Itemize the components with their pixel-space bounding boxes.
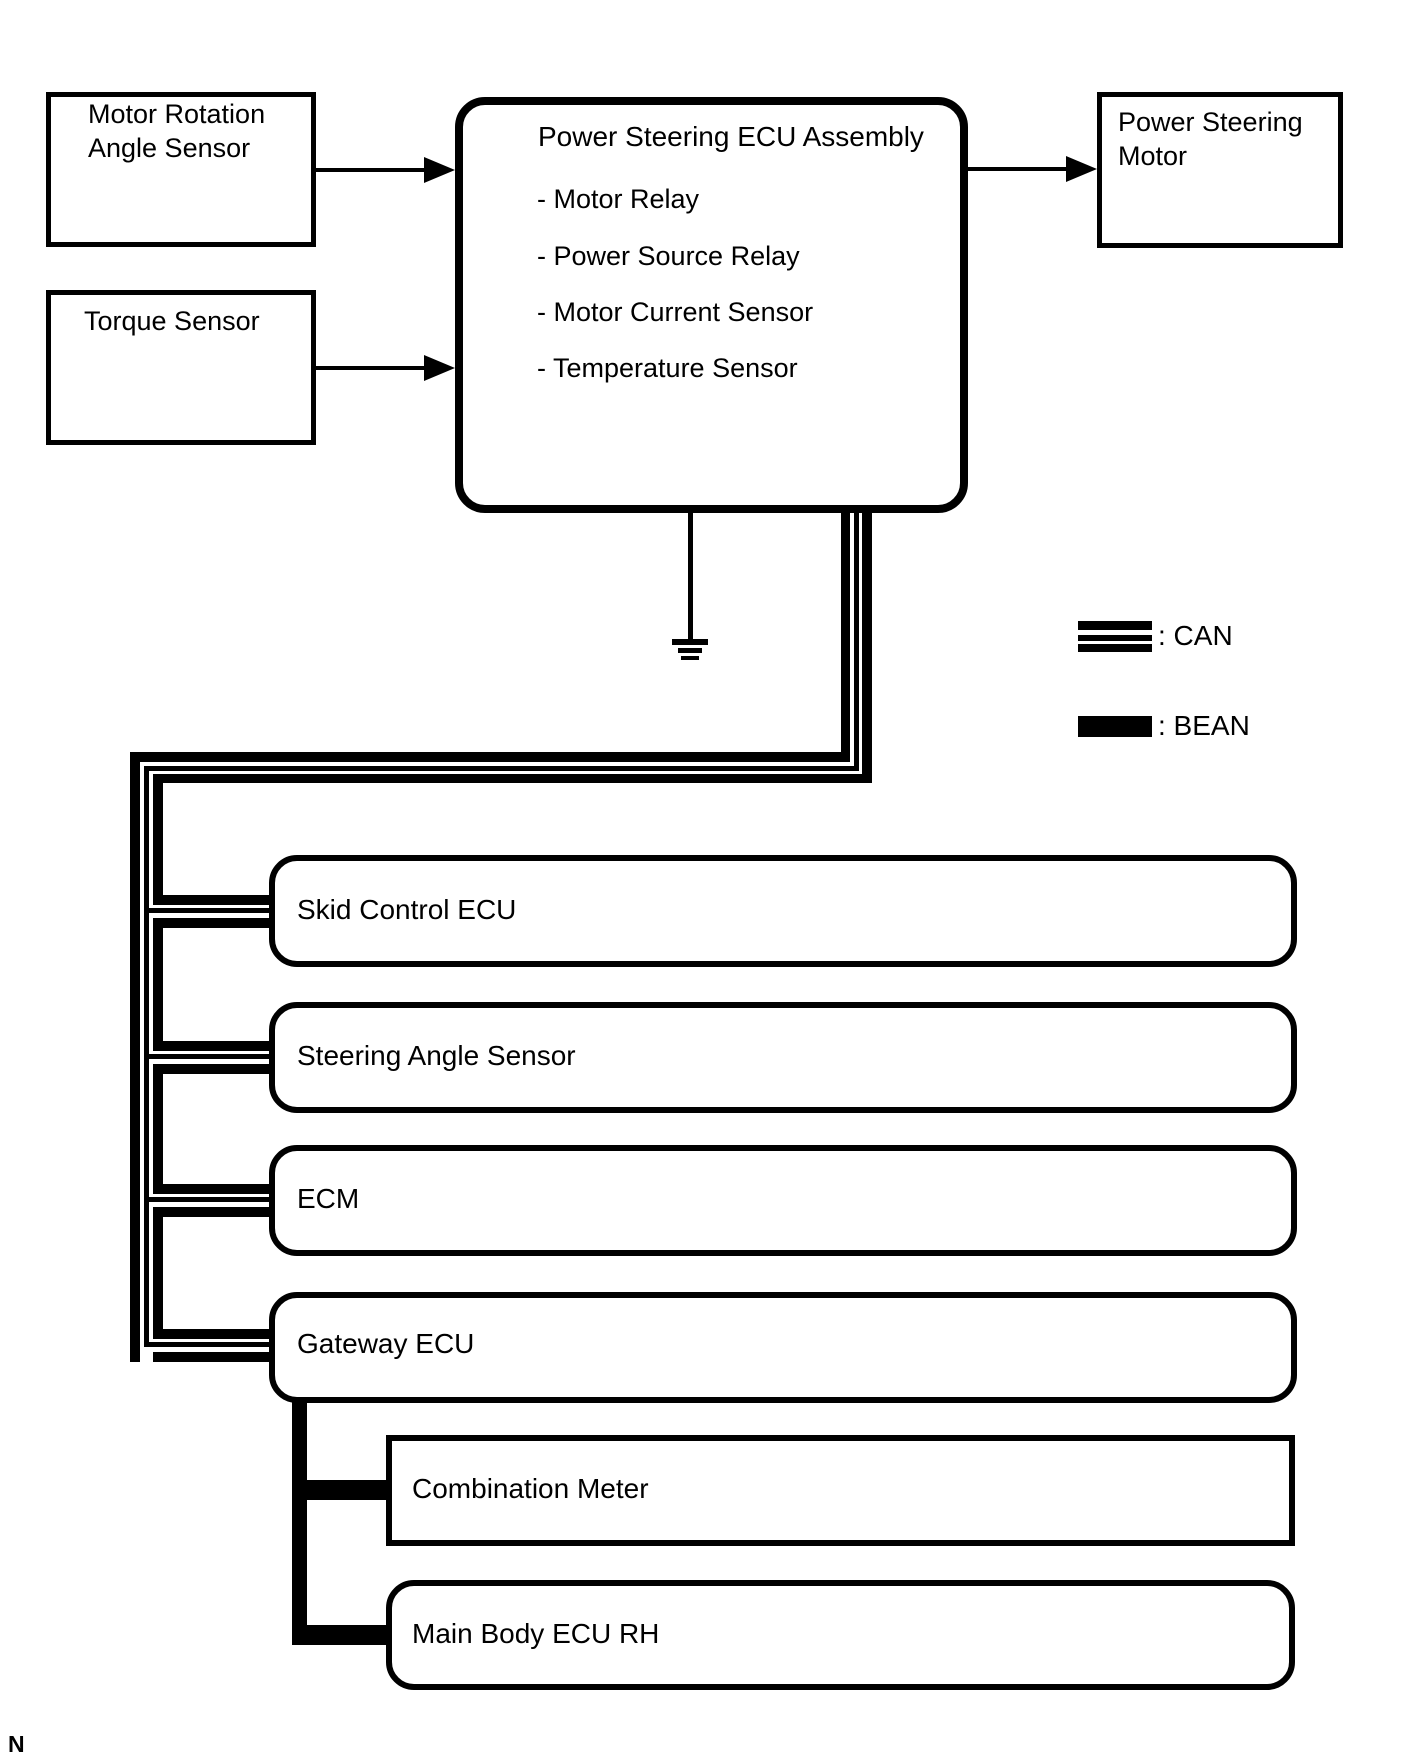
bean-bus-trunk [292,1397,307,1645]
legend-can-line-icon [1078,635,1152,641]
node-combination-meter-label: Combination Meter [412,1473,649,1504]
arrow-ecu-to-motor-shaft [968,167,1068,171]
ecu-item-motor-current-sensor: - Motor Current Sensor [537,297,814,327]
node-power-steering-ecu-assembly-title: Power Steering ECU Assembly [538,121,924,152]
node-ecm-label: ECM [297,1183,360,1214]
can-branch-ecm [153,1184,275,1194]
legend-bean-label: : BEAN [1158,710,1250,741]
node-motor-rotation-angle-sensor-label: Motor Rotation Angle Sensor [88,99,266,163]
node-skid-control-ecu [269,855,1297,967]
can-branch-steering-angle [153,1041,275,1051]
node-steering-angle-sensor-label: Steering Angle Sensor [297,1040,576,1071]
node-combination-meter [386,1435,1295,1546]
node-gateway-ecu [269,1292,1297,1403]
ecu-item-motor-relay: - Motor Relay [537,184,700,214]
can-branch-ecm [153,1207,275,1217]
can-bus-segment [153,774,872,783]
ecu-item-temperature-sensor: - Temperature Sensor [537,353,798,383]
can-bus-trunk [153,1064,163,1194]
bean-branch-main-body-ecu [292,1625,392,1645]
can-branch-skid [153,918,275,928]
can-bus-trunk [130,752,140,1362]
node-main-body-ecu-rh-label: Main Body ECU RH [412,1618,660,1649]
can-bus-trunk [153,1207,163,1339]
can-branch-gateway [144,1342,275,1347]
node-power-steering-motor-label: Power Steering Motor [1118,107,1303,171]
can-branch-ecm [144,1197,275,1202]
node-skid-control-ecu-label: Skid Control ECU [297,894,517,925]
can-bus-segment [130,752,850,762]
node-steering-angle-sensor [269,1002,1297,1113]
ground-icon [681,656,699,660]
can-branch-steering-angle [144,1054,275,1059]
legend-can-label: : CAN [1158,620,1233,651]
node-torque-sensor-label: Torque Sensor [84,306,260,336]
can-branch-skid [144,908,275,913]
arrow-torque-to-ecu-head-icon [424,355,455,381]
can-bus-segment [841,513,850,762]
can-bus-segment [862,513,872,783]
can-bus-trunk [153,774,163,905]
node-power-steering-ecu-assembly [455,97,968,513]
node-main-body-ecu-rh [386,1580,1295,1690]
node-ecm [269,1145,1297,1256]
bean-branch-combination-meter [292,1480,392,1500]
arrow-motor-rotation-to-ecu-shaft [316,168,426,172]
can-bus-segment [854,513,859,771]
arrow-torque-to-ecu-shaft [316,366,426,370]
ground-stem [688,513,693,641]
arrow-ecu-to-motor-head-icon [1066,156,1097,182]
can-branch-skid [153,895,275,905]
legend-can-line-icon [1078,644,1152,652]
can-bus-segment [144,766,859,771]
ecu-item-power-source-relay: - Power Source Relay [537,241,800,271]
ground-icon [678,648,702,653]
can-bus-trunk [153,918,163,1051]
node-motor-rotation-angle-sensor [46,92,316,247]
footnote-letter: N [8,1731,25,1757]
ground-icon [672,639,708,645]
legend-bean-line-icon [1078,716,1152,737]
can-branch-steering-angle [153,1064,275,1074]
arrow-motor-rotation-to-ecu-head-icon [424,157,455,183]
node-power-steering-motor [1097,92,1343,248]
node-torque-sensor [46,290,316,445]
can-branch-gateway [153,1352,275,1362]
node-gateway-ecu-label: Gateway ECU [297,1328,475,1359]
legend-can-line-icon [1078,621,1152,630]
can-branch-gateway [153,1329,275,1339]
